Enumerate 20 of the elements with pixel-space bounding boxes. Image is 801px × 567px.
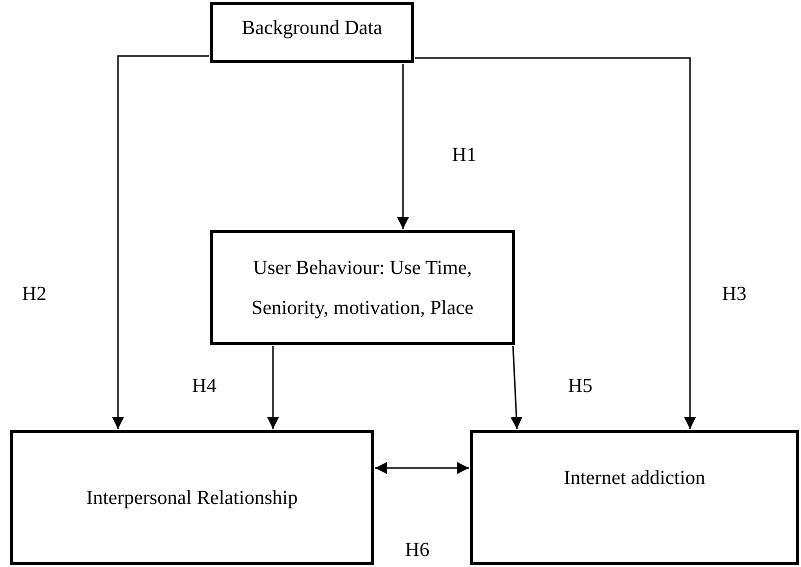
edge-label: H6 bbox=[405, 540, 430, 560]
arrow bbox=[397, 64, 409, 229]
box-label: Internet addiction bbox=[564, 466, 706, 491]
arrow bbox=[112, 55, 209, 429]
box-label: Interpersonal Relationship bbox=[86, 486, 298, 510]
process-box bbox=[10, 430, 374, 565]
process-box bbox=[470, 430, 799, 565]
edge-label: H3 bbox=[722, 284, 746, 304]
edge-label: H2 bbox=[22, 284, 46, 304]
process-box bbox=[210, 230, 515, 345]
arrow bbox=[267, 346, 279, 429]
edge-label: H4 bbox=[192, 376, 216, 396]
arrow bbox=[415, 57, 696, 429]
arrow bbox=[375, 462, 469, 474]
edge-label: H1 bbox=[452, 145, 476, 165]
edge-label: H5 bbox=[568, 376, 592, 396]
box-label: User Behaviour: Use Time, Seniority, motivation, Place bbox=[250, 256, 474, 320]
process-box bbox=[210, 2, 414, 63]
arrow bbox=[510, 346, 522, 430]
box-label: Background Data bbox=[242, 16, 382, 41]
